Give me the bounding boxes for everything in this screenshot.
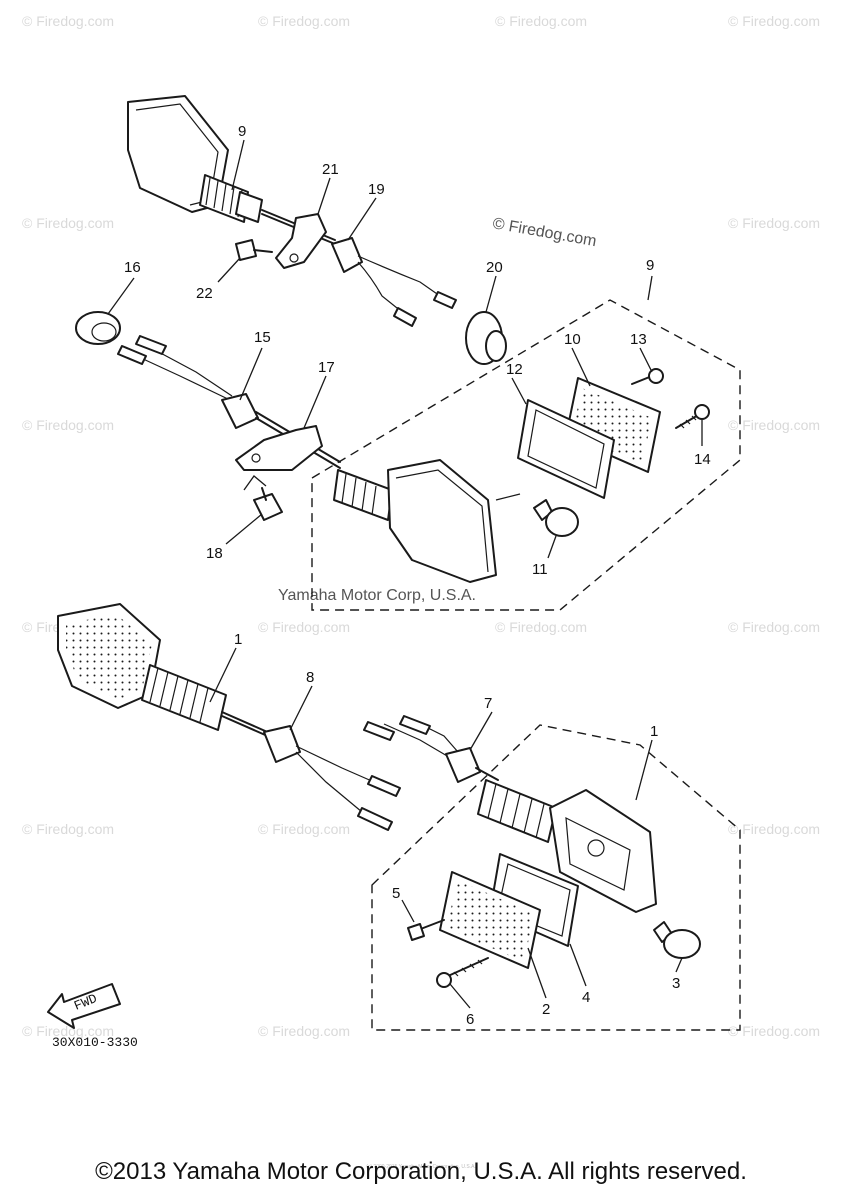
part-number: 1 — [650, 723, 658, 740]
wire-connector — [117, 345, 147, 365]
part-number: 18 — [206, 545, 223, 562]
part-number: 7 — [484, 695, 492, 712]
part-number: 13 — [630, 331, 647, 348]
part-number: 9 — [238, 123, 246, 140]
turn-signal-lower-left — [57, 603, 273, 739]
gasket-upper — [517, 399, 615, 499]
part-number: 11 — [532, 561, 548, 578]
brand-watermark: Yamaha Motor Corp, U.S.A. — [278, 587, 476, 604]
fwd-arrow-icon: FWD — [47, 983, 121, 1029]
exploded-boundary-upper — [311, 299, 741, 611]
wire-connector — [393, 307, 417, 327]
watermark: © Firedog.com — [495, 619, 587, 635]
wire-connector — [357, 807, 393, 831]
turn-signal-upper-left — [127, 95, 336, 245]
watermark: © Firedog.com — [22, 13, 114, 29]
grommet-7 — [445, 747, 481, 783]
watermark: © Firedog.com — [22, 215, 114, 231]
watermark: © Firedog.com — [22, 1023, 114, 1039]
lens-upper — [565, 377, 661, 473]
part-number: 2 — [542, 1001, 550, 1018]
watermark: © Firedog.com — [728, 821, 820, 837]
screw-14 — [675, 404, 710, 429]
bulb-lower — [653, 921, 701, 959]
lens-lower — [439, 871, 541, 969]
watermark: © Firedog.com — [258, 821, 350, 837]
part-number: 16 — [124, 259, 141, 276]
grommet-16 — [75, 311, 121, 345]
part-number: 20 — [486, 259, 503, 276]
screw-6 — [436, 957, 489, 988]
part-number: 15 — [254, 329, 271, 346]
grommet-20 — [465, 311, 507, 365]
bracket-upper — [275, 213, 327, 269]
part-number: 5 — [392, 885, 400, 902]
watermark: © Firedog.com — [728, 13, 820, 29]
bolt-upper — [235, 239, 273, 261]
watermark: © Firedog.com — [728, 215, 820, 231]
grommet-upper — [331, 237, 363, 273]
part-number: 8 — [306, 669, 314, 686]
grommet-middle — [221, 393, 259, 429]
wire-connector — [367, 775, 401, 797]
wire-middle — [127, 351, 231, 401]
part-number-labels: 9 21 19 22 20 16 9 15 17 10 12 13 14 18 … — [124, 123, 711, 1028]
bulb-upper — [533, 499, 579, 537]
part-number: 1 — [234, 631, 242, 648]
watermark: © Firedog.com — [258, 13, 350, 29]
part-number: 9 — [646, 257, 654, 274]
wire-connector — [363, 721, 395, 741]
wire-connector — [433, 291, 457, 309]
wire-upper — [357, 255, 441, 297]
part-number: 4 — [582, 989, 590, 1006]
wire-lower-right — [383, 723, 455, 761]
exploded-boundary-lower — [371, 724, 741, 1031]
grommet-8 — [263, 725, 301, 763]
wire-lower-left — [295, 745, 375, 783]
turn-signal-lower-right — [477, 779, 657, 913]
turn-signal-middle — [333, 459, 497, 583]
part-number: 22 — [196, 285, 213, 302]
bolt-middle — [253, 487, 283, 521]
footer-small-text: (c) 2000-2015 Yamaha Motor Corporation, … — [366, 1164, 476, 1170]
part-number: 17 — [318, 359, 335, 376]
part-number: 12 — [506, 361, 523, 378]
wire-connector — [135, 335, 167, 355]
screw-13 — [631, 368, 664, 385]
part-number: 21 — [322, 161, 339, 178]
watermark: © Firedog.com — [728, 417, 820, 433]
watermark: © Firedog.com — [22, 417, 114, 433]
watermark: © Firedog.com — [258, 1023, 350, 1039]
wire-connector — [399, 715, 431, 735]
part-number: 10 — [564, 331, 581, 348]
part-number: 3 — [672, 975, 680, 992]
watermark-center: © Firedog.com — [491, 215, 598, 250]
bracket-middle — [235, 425, 323, 471]
watermark: © Firedog.com — [22, 821, 114, 837]
watermark: © Firedog.com — [728, 1023, 820, 1039]
part-number: 6 — [466, 1011, 474, 1028]
leader-lines — [107, 139, 703, 1009]
diagram-code: 30X010-3330 — [52, 1035, 138, 1050]
watermark: © Firedog.com — [258, 619, 350, 635]
watermark: © Firedog.com — [495, 13, 587, 29]
part-number: 19 — [368, 181, 385, 198]
copyright-footer: ©2013 Yamaha Motor Corporation, U.S.A. A… — [95, 1158, 747, 1185]
part-number: 14 — [694, 451, 711, 468]
bracket-hole — [289, 253, 299, 263]
watermark: © Firedog.com — [728, 619, 820, 635]
screw-5 — [407, 919, 445, 941]
